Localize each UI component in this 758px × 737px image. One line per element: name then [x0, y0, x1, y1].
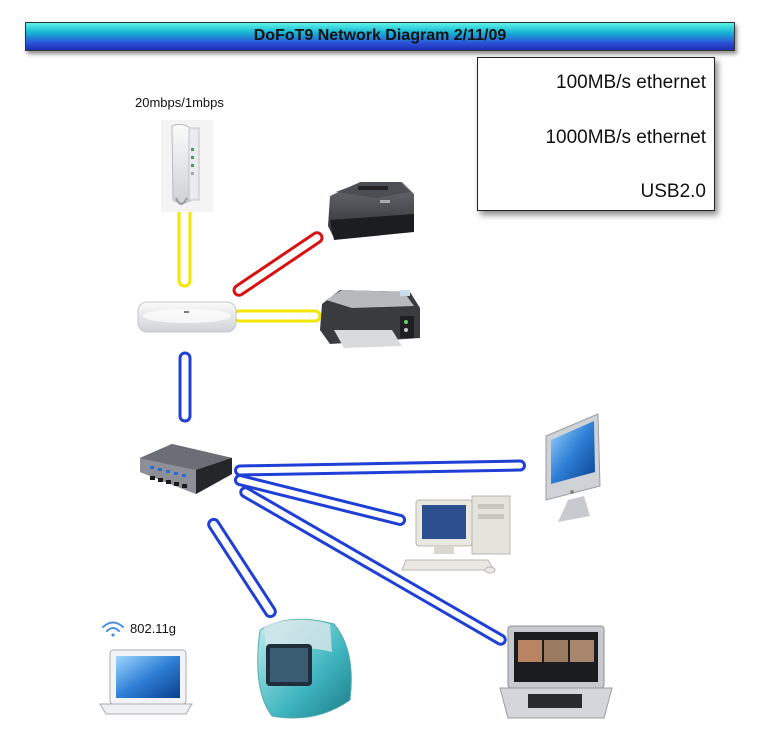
title-bar: DoFoT9 Network Diagram 2/11/09 [25, 22, 735, 51]
cable-switch-to-macbook [239, 486, 507, 646]
macbook-pro-image [499, 625, 613, 719]
cable-switch-to-desktop-pc [233, 474, 407, 526]
cable-switch-to-imac-g3 [207, 517, 277, 619]
inkjet-printer-image [320, 290, 420, 348]
desktop-pc-image [401, 495, 511, 574]
cable-airport-to-switch [178, 351, 192, 423]
cable-modem-to-airport [177, 204, 192, 288]
cable-airport-to-inkjet [232, 309, 322, 323]
laser-printer-image [328, 182, 414, 240]
cable-modem-image [161, 120, 213, 212]
cable-switch-to-imac [234, 459, 526, 477]
diagram-title: DoFoT9 Network Diagram 2/11/09 [253, 27, 507, 44]
airport-base-station-image [137, 301, 237, 333]
cable-airport-to-laser-printer [232, 231, 324, 297]
wifi-icon [102, 621, 124, 637]
legend: 100MB/s ethernet 1000MB/s ethernet USB2.… [477, 57, 715, 211]
network-switch-image [140, 444, 232, 494]
macbook-image [99, 649, 193, 715]
legend-label-100mb: 100MB/s ethernet [556, 72, 706, 93]
legend-label-usb: USB2.0 [640, 181, 706, 202]
cables [177, 204, 526, 646]
legend-label-1000mb: 1000MB/s ethernet [545, 127, 706, 148]
modem-speed-label: 20mbps/1mbps [135, 95, 224, 110]
imac-g3-image [257, 618, 352, 719]
imac-image [545, 413, 601, 522]
wifi-label: 802.11g [130, 621, 177, 636]
